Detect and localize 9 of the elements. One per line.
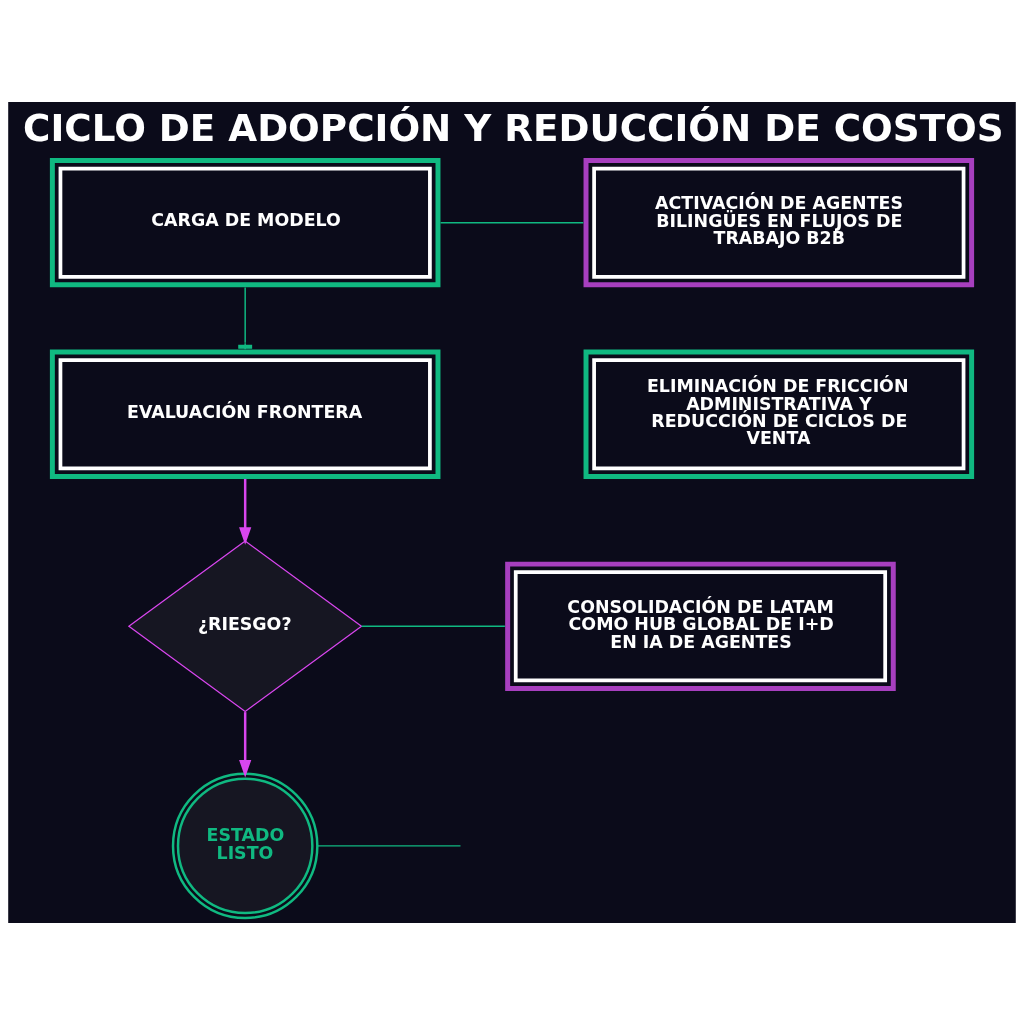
arrow [239,711,252,777]
connector [439,221,585,223]
diagram-title: CICLO DE ADOPCIÓN Y REDUCCIÓN DE COSTOS [23,105,1004,150]
connector [238,286,253,350]
node-diamond: ¿RIESGO? [127,539,363,712]
node-circle: ESTADO LISTO [171,772,319,919]
connector [360,625,506,627]
arrow [239,478,252,545]
connector [316,844,462,847]
